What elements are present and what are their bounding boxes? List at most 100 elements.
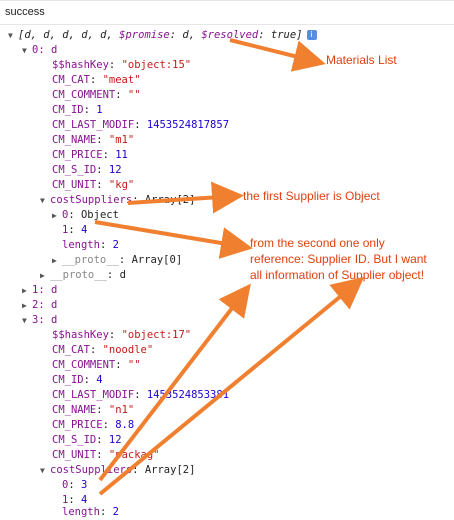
prop-key: costSuppliers — [50, 194, 133, 206]
prop-row: CM_ID: 4 — [52, 374, 103, 386]
prop-row: CM_LAST_MODIF: 1453524853381 — [52, 389, 230, 401]
expand-triangle-right-icon[interactable]: ▶ — [22, 286, 27, 295]
length-row: length: 2 — [62, 239, 119, 251]
prop-key: CM_LAST_MODIF — [52, 389, 135, 401]
resolved-key: $resolved — [201, 29, 259, 41]
prop-key: CM_CAT — [52, 344, 90, 356]
prop-key: $$hashKey — [52, 59, 109, 71]
prop-value: 12 — [108, 434, 122, 446]
prop-row: CM_UNIT: "kg" — [52, 179, 135, 191]
annotation-first-supplier: the first Supplier is Object — [243, 189, 380, 203]
prop-key: CM_ID — [52, 104, 84, 116]
prop-key: 0 — [62, 209, 69, 221]
prop-value: "noodle" — [102, 344, 154, 356]
annotation-materials-list: Materials List — [326, 53, 397, 67]
prop-value: 4 — [80, 224, 88, 236]
prop-key: __proto__ — [62, 254, 119, 266]
prop-key: CM_COMMENT — [52, 359, 116, 371]
supplier-row-0[interactable]: ▶0: Object — [52, 209, 119, 221]
annotation-second-line-2: reference: Supplier ID. But I want — [250, 252, 427, 266]
console-log-message: success — [5, 6, 45, 18]
promise-val: : d, — [169, 29, 202, 41]
proto-row[interactable]: ▶__proto__: d — [40, 269, 126, 281]
prop-key: CM_NAME — [52, 404, 97, 416]
prop-value: "" — [127, 359, 141, 371]
expand-triangle-icon[interactable]: ▼ — [8, 31, 13, 40]
prop-row: CM_NAME: "n1" — [52, 404, 135, 416]
prop-row: CM_UNIT: "packag" — [52, 449, 160, 461]
promise-key: $promise — [119, 29, 170, 41]
cost-suppliers-row[interactable]: ▼costSuppliers: Array[2] — [40, 194, 196, 206]
supplier-row-1: 1: 4 — [62, 494, 88, 506]
prop-value: "m1" — [108, 134, 135, 146]
item-label: 0: d — [32, 44, 58, 56]
info-icon[interactable]: i — [306, 30, 317, 40]
expand-triangle-right-icon[interactable]: ▶ — [52, 211, 57, 220]
prop-value: "kg" — [108, 179, 135, 191]
prop-value: "object:17" — [121, 329, 192, 341]
expand-triangle-right-icon[interactable]: ▶ — [22, 301, 27, 310]
prop-key: CM_S_ID — [52, 164, 97, 176]
proto-row[interactable]: ▶__proto__: Array[0] — [52, 254, 183, 266]
prop-key: CM_UNIT — [52, 179, 97, 191]
expand-triangle-icon[interactable]: ▼ — [40, 196, 45, 205]
prop-value: 1 — [96, 104, 103, 116]
prop-value: "n1" — [108, 404, 135, 416]
supplier-row-1: 1: 4 — [62, 224, 88, 236]
annotation-second-line-3: all information of Supplier object! — [250, 268, 425, 282]
tree-item-1[interactable]: ▶ 1: d — [22, 283, 57, 298]
prop-row: CM_S_ID: 12 — [52, 434, 122, 446]
prop-row: CM_COMMENT: "" — [52, 359, 141, 371]
tree-item-2[interactable]: ▶ 2: d — [22, 298, 57, 313]
expand-triangle-icon[interactable]: ▼ — [22, 46, 27, 55]
prop-key: CM_PRICE — [52, 149, 103, 161]
prop-value: 3 — [80, 479, 88, 491]
prop-row: CM_PRICE: 8.8 — [52, 419, 135, 431]
prop-row: CM_PRICE: 11 — [52, 149, 128, 161]
expand-triangle-right-icon[interactable]: ▶ — [52, 256, 57, 265]
prop-value: 1453524853381 — [146, 389, 230, 401]
expand-triangle-right-icon[interactable]: ▶ — [40, 271, 45, 280]
prop-row: $$hashKey: "object:15" — [52, 59, 192, 71]
array-summary-row[interactable]: ▼[d, d, d, d, d, $promise: d, $resolved:… — [8, 28, 317, 43]
annotation-second-line-1: from the second one only — [250, 236, 385, 250]
length-row: length: 2 — [62, 506, 119, 518]
prop-value: Array[2] — [144, 464, 196, 476]
item-label: 3: d — [32, 314, 58, 326]
prop-key: CM_NAME — [52, 134, 97, 146]
prop-value: 8.8 — [115, 419, 135, 431]
prop-value: 4 — [96, 374, 103, 386]
divider — [0, 24, 454, 25]
cost-suppliers-row[interactable]: ▼costSuppliers: Array[2] — [40, 464, 196, 476]
prop-key: CM_CAT — [52, 74, 90, 86]
prop-key: CM_PRICE — [52, 419, 103, 431]
prop-key: 1 — [62, 494, 69, 506]
prop-value: 2 — [112, 506, 119, 518]
prop-row: CM_S_ID: 12 — [52, 164, 122, 176]
prop-row: $$hashKey: "object:17" — [52, 329, 192, 341]
prop-row: CM_ID: 1 — [52, 104, 103, 116]
prop-key: 0 — [62, 479, 69, 491]
prop-value: Array[2] — [144, 194, 196, 206]
prop-key: CM_COMMENT — [52, 89, 116, 101]
prop-key: $$hashKey — [52, 329, 109, 341]
prop-key: CM_LAST_MODIF — [52, 119, 135, 131]
prop-key: __proto__ — [50, 269, 107, 281]
expand-triangle-icon[interactable]: ▼ — [40, 466, 45, 475]
item-label: 2: d — [32, 299, 58, 311]
item-label: 1: d — [32, 284, 58, 296]
prop-row: CM_NAME: "m1" — [52, 134, 135, 146]
prop-key: length — [62, 506, 100, 518]
prop-value: d — [119, 269, 126, 281]
prop-row: CM_LAST_MODIF: 1453524817857 — [52, 119, 230, 131]
tree-item-3[interactable]: ▼ 3: d — [22, 313, 57, 328]
prop-value: Array[0] — [131, 254, 183, 266]
expand-triangle-icon[interactable]: ▼ — [22, 316, 27, 325]
prop-key: costSuppliers — [50, 464, 133, 476]
array-prefix: [d, d, d, d, d, — [18, 29, 120, 41]
prop-key: CM_S_ID — [52, 434, 97, 446]
tree-item-0[interactable]: ▼ 0: d — [22, 43, 57, 58]
divider — [0, 0, 454, 1]
prop-key: length — [62, 239, 100, 251]
prop-value: 2 — [112, 239, 119, 251]
